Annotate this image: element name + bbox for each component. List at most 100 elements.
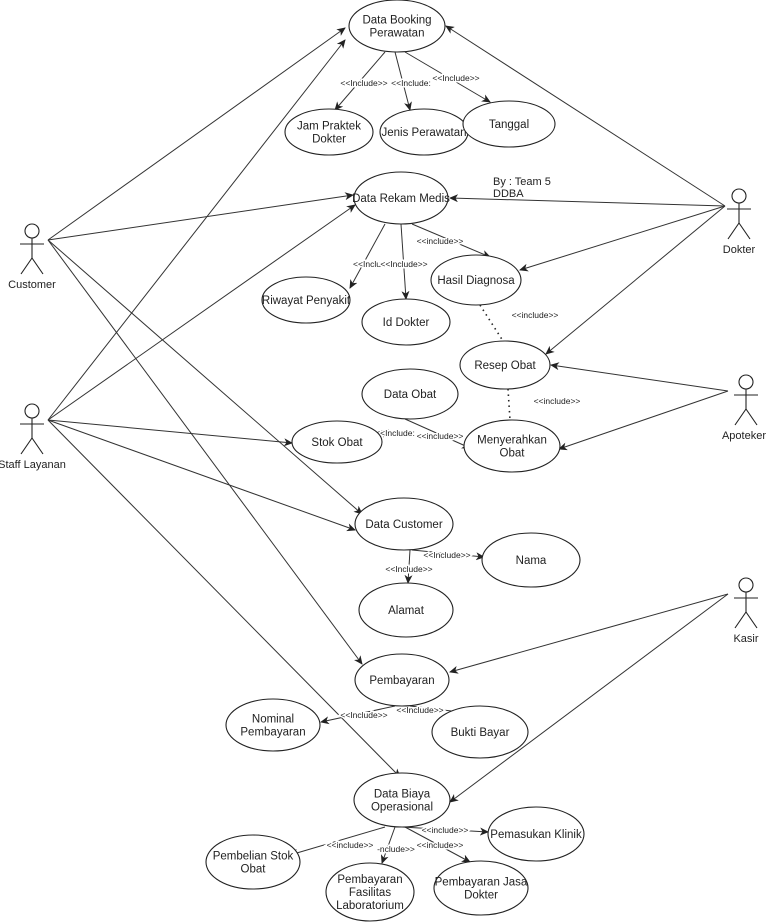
use-case-ellipse	[430, 254, 522, 306]
use-case-nama[interactable]: Nama	[481, 532, 581, 588]
actor-leg-right	[31, 437, 44, 455]
include-label: <<include>>	[327, 840, 374, 850]
include-label: <<include>>	[422, 825, 469, 835]
actor-label: Kasir	[733, 633, 758, 645]
actor-label: Customer	[8, 279, 56, 291]
association-dokter-booking	[445, 25, 726, 207]
actor-staff[interactable]: Staff Layanan	[0, 403, 66, 471]
use-case-label: Nominal	[252, 714, 294, 726]
use-case-label: Menyerahkan	[477, 435, 547, 447]
include-booking-jenis	[394, 51, 412, 111]
association-kasir-bayar	[449, 593, 729, 674]
use-case-label: Tanggal	[489, 119, 529, 131]
association-customer-booking	[47, 27, 346, 241]
association-dokter-rekam	[449, 194, 726, 207]
use-case-ellipse	[462, 100, 556, 148]
use-case-label: Pembelian Stok	[213, 851, 294, 863]
use-case-iddokter[interactable]: Id Dokter	[361, 298, 451, 346]
use-case-ellipse	[463, 419, 561, 473]
use-case-label: Dokter	[464, 890, 498, 902]
actor-customer[interactable]: Customer	[8, 223, 56, 291]
include-customerdata-nama	[411, 549, 485, 561]
include-rekam-iddokter	[400, 223, 410, 300]
team-note: By : Team 5 DDBA	[493, 176, 554, 200]
use-case-label: Obat	[241, 864, 267, 876]
use-case-dataobat[interactable]: Data Obat	[361, 368, 459, 420]
include-label: <<include>>	[417, 840, 464, 850]
use-case-ellipse	[325, 862, 415, 922]
actor-kasir[interactable]: Kasir	[733, 577, 759, 645]
use-case-customerdata[interactable]: Data Customer	[354, 497, 454, 551]
actor-dokter[interactable]: Dokter	[723, 188, 756, 256]
include-biaya-pemasukan	[401, 826, 489, 836]
use-case-resep[interactable]: Resep Obat	[459, 340, 551, 390]
use-case-label: Pemasukan Klinik	[490, 829, 582, 841]
use-case-label: Nama	[516, 555, 547, 567]
use-case-label: Alamat	[388, 605, 425, 617]
use-case-rekam[interactable]: Data Rekam Medis	[352, 171, 450, 225]
use-case-ellipse	[433, 860, 529, 916]
use-case-label: Pembayaran Jasa	[435, 877, 528, 889]
use-case-tanggal[interactable]: Tanggal	[462, 100, 556, 148]
association-customer-rekam	[47, 192, 354, 241]
actor-leg-right	[745, 611, 758, 629]
use-case-ellipse	[354, 653, 450, 707]
include-biaya-pembelian	[289, 826, 386, 857]
association-dokter-resep	[545, 205, 726, 355]
use-case-stok[interactable]: Stok Obat	[291, 420, 383, 464]
use-case-bukti[interactable]: Bukti Bayar	[431, 705, 529, 759]
use-case-bayar[interactable]: Pembayaran	[354, 653, 450, 707]
use-case-ellipse	[353, 772, 451, 828]
association-staff-rekam	[47, 204, 356, 421]
use-case-ellipse	[361, 298, 451, 346]
actor-apoteker[interactable]: Apoteker	[722, 374, 766, 442]
use-case-label: Laboratorium	[336, 900, 404, 912]
include-biaya-fasilitas	[380, 826, 396, 864]
association-customer-customerdata	[47, 239, 363, 515]
actor-head-icon	[24, 403, 40, 419]
use-case-ellipse	[291, 420, 383, 464]
actor-leg-left	[727, 222, 740, 240]
include-label: <<Inclu	[353, 259, 381, 269]
use-case-diagnosa[interactable]: Hasil Diagnosa	[430, 254, 522, 306]
use-case-alamat[interactable]: Alamat	[358, 582, 454, 638]
use-case-label: Bukti Bayar	[451, 727, 510, 739]
use-case-jenis[interactable]: Jenis Perawatan	[379, 108, 469, 156]
use-case-riwayat[interactable]: Riwayat Penyakit	[261, 276, 351, 324]
include-label: <<Include:	[391, 78, 431, 88]
use-case-label: Operasional	[371, 802, 433, 814]
use-case-ellipse	[348, 0, 446, 53]
use-case-label: Id Dokter	[383, 317, 430, 329]
use-case-label: Obat	[500, 448, 526, 460]
actor-label: Staff Layanan	[0, 459, 66, 471]
use-case-label: Jam Praktek	[297, 121, 361, 133]
association-customer-bayar	[47, 239, 363, 665]
actor-head-icon	[738, 577, 754, 593]
use-case-label: Data Rekam Medis	[352, 193, 450, 205]
use-case-label: Jenis Perawatan	[381, 127, 466, 139]
use-case-label: Fasilitas	[349, 887, 391, 899]
use-case-pemasukan[interactable]: Pemasukan Klinik	[487, 806, 585, 862]
use-case-label: Hasil Diagnosa	[437, 275, 515, 287]
include-dataobat-serah	[404, 418, 471, 449]
use-case-label: Pembayaran	[240, 727, 305, 739]
use-case-ellipse	[261, 276, 351, 324]
actor-leg-left	[20, 437, 33, 455]
actor-head-icon	[738, 374, 754, 390]
association-apoteker-serah	[558, 390, 729, 451]
include-label: <<include>>	[417, 431, 464, 441]
use-case-label: Perawatan	[370, 28, 425, 40]
include-label: <<Include>>	[432, 73, 479, 83]
use-case-label: Dokter	[312, 134, 346, 146]
association-dokter-diagnosa	[519, 205, 726, 272]
